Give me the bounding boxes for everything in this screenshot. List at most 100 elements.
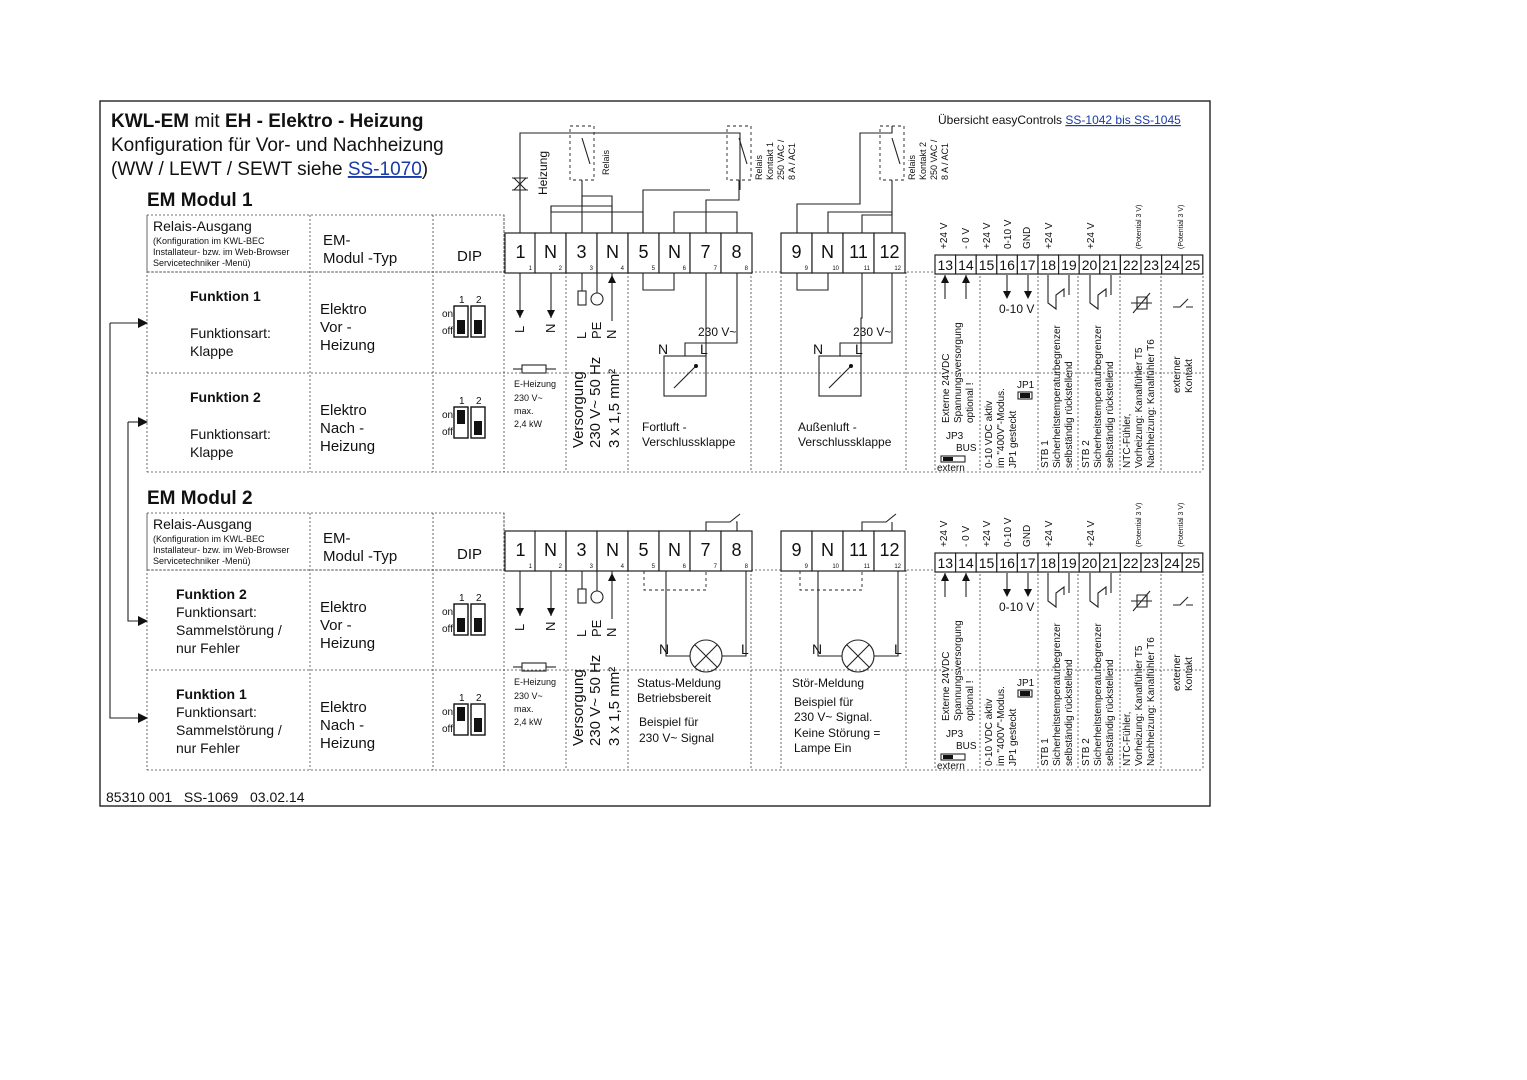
stoer-lamp — [841, 639, 875, 673]
terminal-12 — [873, 530, 906, 572]
dip-on-label: on — [442, 607, 453, 618]
analog-note: JP1 gesteckt — [1008, 411, 1019, 468]
status-label: 230 V~ Signal — [639, 731, 714, 745]
relay-contact-icon — [581, 137, 591, 165]
terminal-label: 8 — [731, 540, 741, 560]
stoer-label: Keine Störung = — [794, 726, 880, 740]
terminal-index: 7 — [714, 564, 718, 570]
terminal-header: GND — [1022, 227, 1033, 249]
terminal-label: N — [668, 242, 681, 262]
arrow-down-icon — [1003, 291, 1011, 299]
module-type: Heizung — [320, 635, 375, 652]
terminal-label: 14 — [958, 257, 974, 273]
terminal-label: 3 — [576, 242, 586, 262]
dip-switch-knob — [457, 618, 465, 632]
terminal-index: 6 — [683, 564, 687, 570]
eheizung-label: 230 V~ — [514, 691, 543, 701]
terminal-25 — [1181, 254, 1204, 275]
jp3-label: JP3 — [946, 729, 964, 740]
terminal-header: GND — [1022, 525, 1033, 547]
stoer-label: Lampe Ein — [794, 741, 851, 755]
bus-label: BUS — [956, 741, 977, 752]
stb1-note: selbständig rückstellend — [1064, 361, 1075, 468]
terminal-label: 25 — [1185, 555, 1201, 571]
overview-reference: Übersicht easyControls SS-1042 bis SS-10… — [938, 113, 1181, 127]
ext-supply-note: Externe 24VDC — [941, 354, 952, 423]
terminal-header: 0-10 V — [1003, 219, 1014, 249]
relais-kontakt-2 — [879, 125, 905, 181]
dip-switch-knob — [474, 718, 482, 732]
terminal-label: N — [544, 242, 557, 262]
terminal-label: 12 — [879, 242, 899, 262]
terminal-11 — [842, 530, 875, 572]
terminal-index: 5 — [652, 564, 656, 570]
dip-number: 1 — [459, 295, 465, 306]
terminal-label: 18 — [1041, 257, 1057, 273]
jp3-label: JP3 — [946, 431, 964, 442]
arrow-down-icon — [1024, 291, 1032, 299]
terminal-label: 9 — [791, 540, 801, 560]
dip-switch-knob — [457, 320, 465, 334]
module-type: Heizung — [320, 438, 375, 455]
relay-link — [799, 571, 863, 591]
dip-number: 2 — [476, 693, 482, 704]
terminal-label: 15 — [979, 555, 995, 571]
versorgung-label: Versorgung — [570, 669, 587, 746]
diagram-title: KWL-EM mit EH - Elektro - Heizung — [111, 111, 423, 132]
terminal-3 — [565, 232, 598, 274]
dip-number: 1 — [459, 693, 465, 704]
label-L: L — [512, 326, 527, 333]
em-header: EM- — [323, 530, 351, 547]
terminal-label: 22 — [1123, 257, 1139, 273]
k2-label: Relais — [907, 154, 917, 180]
dip-number: 2 — [476, 396, 482, 407]
status-label: Beispiel für — [639, 715, 698, 729]
relais-heizung — [569, 125, 595, 181]
terminal-index: 4 — [621, 266, 625, 272]
function-type: Sammelstörung / — [176, 622, 282, 638]
dip-on-label: on — [442, 309, 453, 320]
terminal-header: 0-10 V — [1003, 517, 1014, 547]
ntc-note: Vorheizung: Kanalfühler T5 — [1134, 347, 1145, 468]
jp3-jumper-cap — [943, 457, 953, 461]
arrow-down-icon — [547, 310, 555, 318]
terminal-label: 21 — [1102, 555, 1118, 571]
terminal-index: 10 — [832, 266, 839, 272]
ss-1070-link[interactable]: SS-1070 — [348, 159, 422, 180]
terminal-header: +24 V — [1086, 520, 1097, 547]
terminal-index: 11 — [864, 564, 871, 570]
document-footer: 85310 001 SS-1069 03.02.14 — [106, 789, 305, 805]
terminal-header: (Potential 3 V) — [1136, 503, 1143, 547]
voltage-label: 230 V~ — [853, 325, 891, 339]
ext-contact-note: externer — [1172, 356, 1183, 393]
relais-note: (Konfiguration im KWL-BEC — [153, 236, 265, 246]
stb2-note: Sicherheitstemperaturbegrenzer — [1093, 324, 1104, 468]
dip-switch-knob — [474, 618, 482, 632]
dip-number: 2 — [476, 295, 482, 306]
ext-supply-note: optional ! — [965, 382, 976, 423]
terminal-index: 1 — [529, 564, 533, 570]
terminal-25 — [1181, 552, 1204, 573]
k2-label: 250 VAC / — [929, 139, 939, 180]
damper-N: N — [813, 341, 823, 357]
label-N: N — [543, 324, 558, 333]
terminal-index: 2 — [559, 564, 563, 570]
arrow-down-icon — [1024, 589, 1032, 597]
arrow-up-icon — [608, 275, 616, 283]
terminal-index: 3 — [590, 266, 594, 272]
terminal-index: 12 — [894, 266, 901, 272]
ss-1042-1045-link[interactable]: SS-1042 bis SS-1045 — [1065, 113, 1181, 127]
dip-on-label: on — [442, 707, 453, 718]
versorgung-label: Versorgung — [570, 371, 587, 448]
function-type: nur Fehler — [176, 740, 240, 756]
ntc-note: Nachheizung: Kanalfühler T6 — [1146, 339, 1157, 468]
heizung-supply — [519, 132, 741, 233]
wire — [861, 180, 893, 233]
wire — [796, 126, 893, 233]
jp1-jumper-cap — [1020, 691, 1030, 696]
supply-PE: PE — [589, 619, 604, 637]
fortluft-damper — [663, 355, 707, 397]
jp1-label: JP1 — [1017, 678, 1035, 689]
arrow-down-icon — [516, 310, 524, 318]
arrow-up-icon — [941, 275, 949, 283]
